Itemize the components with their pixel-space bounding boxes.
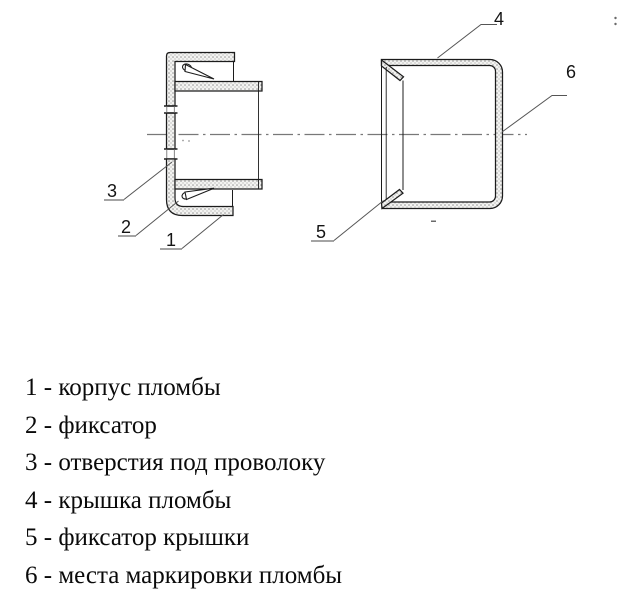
- body-cylinder-bottom-wall: [174, 178, 263, 190]
- callout-3: 3: [107, 181, 117, 201]
- legend-item-3: 3 - отверстия под проволоку: [25, 449, 326, 477]
- callout-2: 2: [121, 217, 131, 237]
- leader-4: [437, 24, 497, 59]
- seal-body-figure: [164, 51, 263, 217]
- cover-walls: [380, 58, 504, 210]
- leader-1: [181, 214, 224, 249]
- body-fixator-top: [181, 63, 215, 80]
- body-top-flange: [165, 51, 236, 107]
- leader-6: [501, 95, 567, 133]
- legend-item-4: 4 - крышка пломбы: [25, 486, 232, 514]
- legend-item-6: 6 - места маркировки пломбы: [25, 561, 343, 589]
- seal-cover-figure: [380, 58, 504, 210]
- body-cylinder-top-wall: [174, 80, 263, 92]
- callout-1: 1: [166, 230, 176, 250]
- legend: 1 - корпус пломбы 2 - фиксатор 3 - отвер…: [25, 369, 342, 595]
- body-left-wall: [165, 112, 176, 150]
- leader-5: [333, 200, 384, 241]
- legend-item-5: 5 - фиксатор крышки: [25, 524, 250, 552]
- leader-lines: [123, 24, 567, 249]
- body-fixator-bottom: [181, 187, 215, 201]
- leader-3: [123, 161, 173, 200]
- legend-item-2: 2 - фиксатор: [25, 411, 157, 439]
- wire-hole-edges: [166, 106, 175, 159]
- seal-technical-drawing: 3 2 1 4 5 6: [104, 9, 617, 250]
- cover-fixator-lip: [380, 188, 404, 210]
- scan-artifacts: [182, 16, 617, 222]
- callout-4: 4: [494, 9, 504, 29]
- callout-underlines: [104, 199, 334, 250]
- leader-2: [135, 200, 179, 236]
- legend-item-1: 1 - корпус пломбы: [25, 374, 221, 401]
- callout-5: 5: [316, 222, 326, 242]
- callout-6: 6: [566, 62, 576, 82]
